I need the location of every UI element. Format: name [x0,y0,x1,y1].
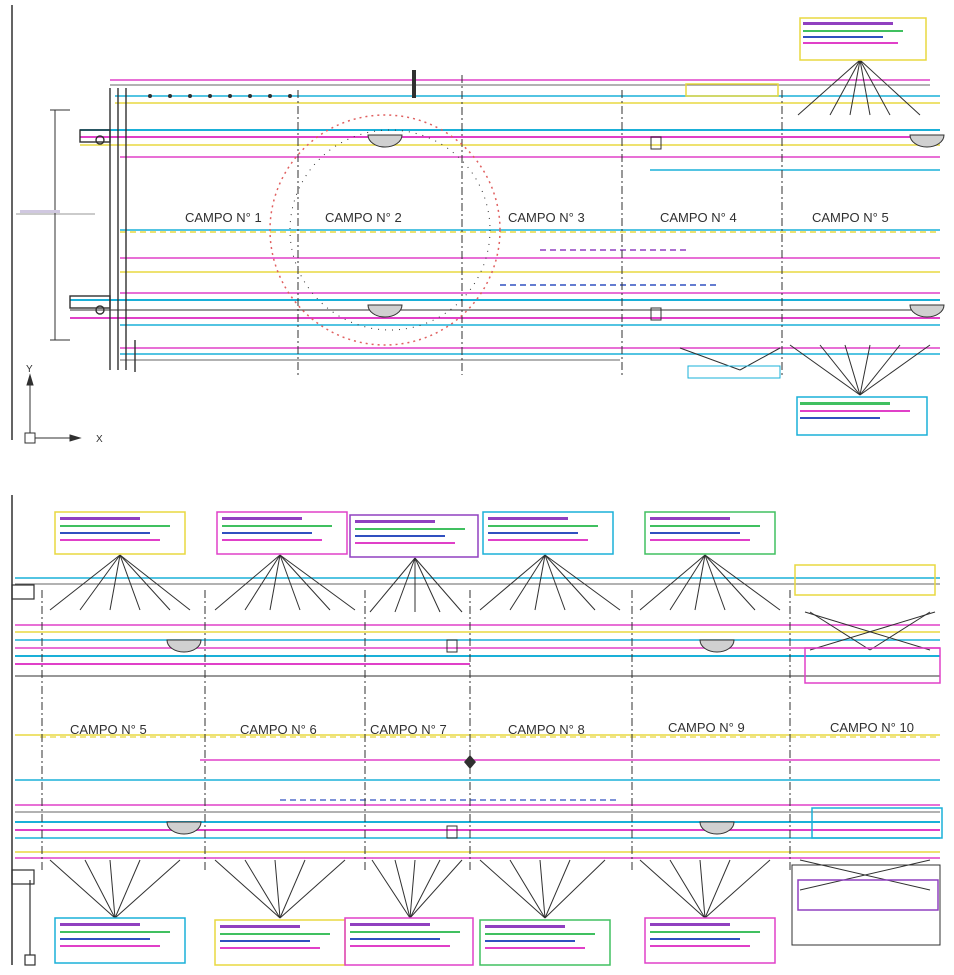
top-campo-label-5: CAMPO N° 5 [812,210,889,225]
bottom-pit-symbols [166,639,735,839]
bottom-lower-note-text-lines [60,923,760,949]
bottom-longitudinal-lines [15,577,940,859]
bottom-campo-label-8: CAMPO N° 8 [508,722,585,737]
top-left-abutment [69,88,136,372]
top-fan-upper [797,17,927,116]
top-campo-label-4: CAMPO N° 4 [660,210,737,225]
bottom-campo-label-7: CAMPO N° 7 [370,722,447,737]
bottom-campo-label-6: CAMPO N° 6 [240,722,317,737]
bottom-lower-fans [49,859,931,919]
ucs-x-label: X [96,434,103,445]
bottom-dashed-lines [40,736,940,801]
top-campo-label-3: CAMPO N° 3 [508,210,585,225]
bottom-field-separators [41,590,791,870]
ucs-y-label: Y [26,364,33,375]
top-note-box [685,83,779,97]
top-sheet: CAMPO N° 1 CAMPO N° 2 CAMPO N° 3 CAMPO N… [11,5,945,445]
dotted-circle-overlay-inner [289,129,491,331]
bottom-campo-label-10: CAMPO N° 10 [830,720,914,735]
bottom-upper-fans [49,554,936,651]
top-field-separators [297,75,783,375]
bottom-sheet: CAMPO N° 5 CAMPO N° 6 CAMPO N° 7 CAMPO N… [11,495,943,966]
top-campo-labels: CAMPO N° 1 CAMPO N° 2 CAMPO N° 3 CAMPO N… [185,210,889,225]
top-boundary-dots [148,70,416,98]
bottom-lower-note-boxes [54,864,941,966]
top-longitudinal-lines [70,79,940,361]
top-fan-lower [679,344,931,436]
bottom-upper-note-boxes [54,511,943,839]
bottom-campo-label-9: CAMPO N° 9 [668,720,745,735]
top-pit-symbols [367,134,945,321]
top-dashed-lines [120,231,940,286]
ucs-icon: X Y [24,364,103,445]
left-dimension [16,109,95,341]
bottom-note-text-lines [60,517,760,544]
bottom-campo-labels: CAMPO N° 5 CAMPO N° 6 CAMPO N° 7 CAMPO N… [70,720,914,737]
bottom-campo-label-5: CAMPO N° 5 [70,722,147,737]
bottom-left-abutment [11,584,36,966]
top-campo-label-2: CAMPO N° 2 [325,210,402,225]
dotted-circle-overlay [269,114,501,346]
top-campo-label-1: CAMPO N° 1 [185,210,262,225]
